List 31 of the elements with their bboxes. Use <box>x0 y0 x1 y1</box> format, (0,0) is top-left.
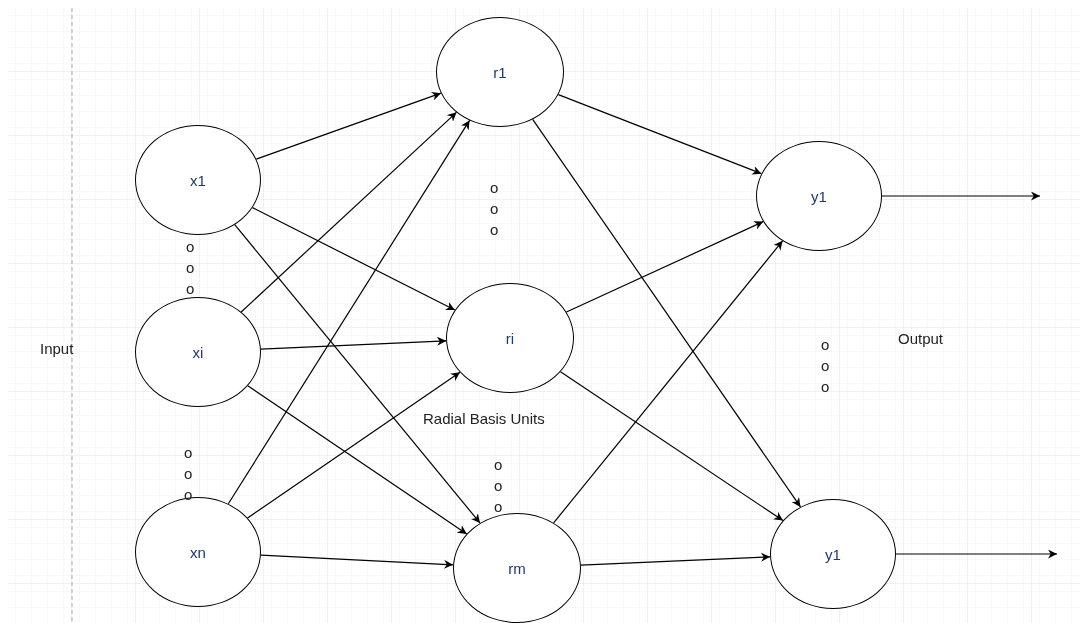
arrow <box>255 91 442 160</box>
node-label: xn <box>190 543 206 561</box>
arrow <box>246 371 461 519</box>
arrow <box>240 111 458 313</box>
node-label: r1 <box>493 63 507 81</box>
ellipsis-dots: o o o <box>494 455 503 517</box>
ellipsis-dots: o o o <box>490 178 499 240</box>
node-label: ri <box>505 329 515 347</box>
arrow <box>260 554 454 569</box>
node-label: y1 <box>825 545 841 563</box>
ellipsis-dots: o o o <box>821 335 830 397</box>
arrow <box>565 221 764 313</box>
ellipsis-dots: o o o <box>186 237 195 299</box>
arrow <box>881 191 1041 201</box>
arrow <box>895 549 1058 559</box>
node-label: rm <box>508 559 526 577</box>
layer-label: Radial Basis Units <box>423 410 545 427</box>
arrow <box>580 552 771 566</box>
arrow <box>553 240 784 524</box>
node-label: xi <box>192 343 204 361</box>
arrow <box>227 119 471 505</box>
node-label: x1 <box>190 171 206 189</box>
arrow <box>557 94 763 175</box>
arrow <box>251 207 456 311</box>
arrow <box>234 224 481 524</box>
arrow <box>247 385 468 535</box>
layer-label: Output <box>898 330 944 347</box>
arrow <box>260 336 447 350</box>
node-label: y1 <box>811 187 827 205</box>
arrow <box>532 118 802 508</box>
layer-label: Input <box>40 340 74 357</box>
